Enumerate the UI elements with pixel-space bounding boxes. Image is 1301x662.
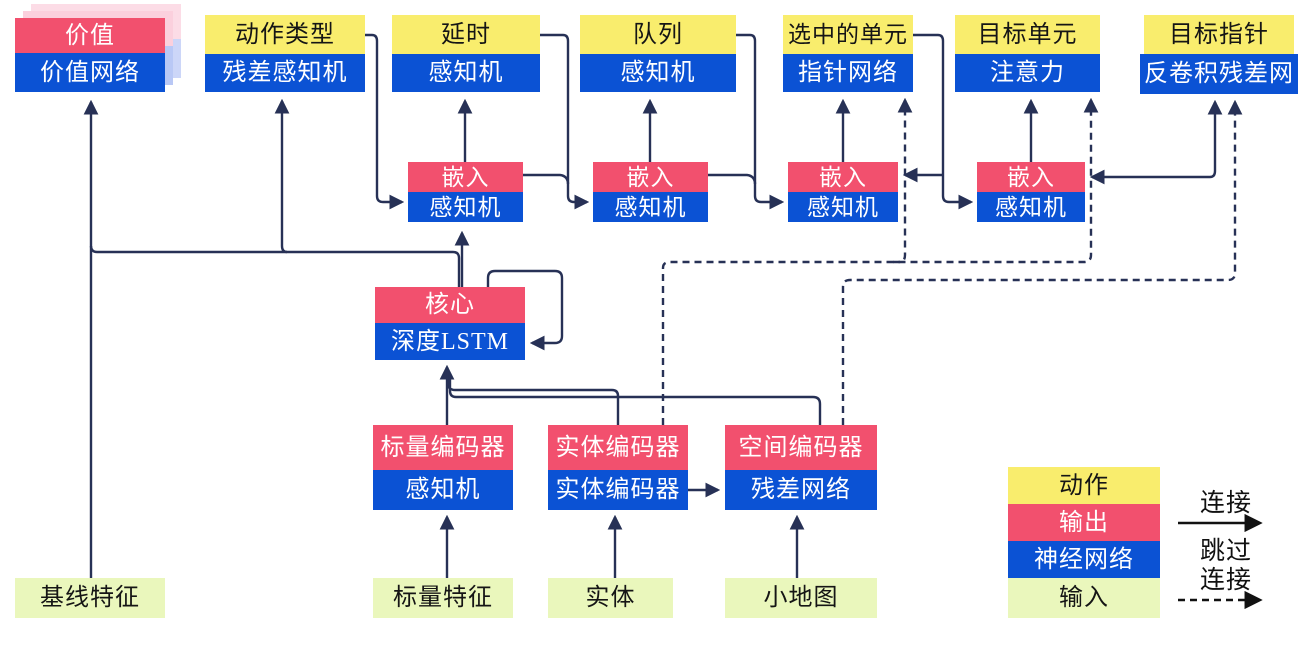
node-baseline-features: 基线特征 (15, 578, 165, 618)
node-minimap: 小地图 (725, 578, 877, 618)
baseline-features-label: 基线特征 (15, 578, 165, 618)
node-embedding-4: 嵌入 感知机 (977, 162, 1085, 222)
minimap-label: 小地图 (725, 578, 877, 618)
node-scalar-encoder: 标量编码器 感知机 (373, 425, 513, 510)
legend-input: 输入 (1008, 578, 1160, 618)
edge-queue-to-embedding3 (736, 33, 785, 210)
embedding-network-label: 感知机 (408, 192, 523, 222)
delay-label: 延时 (392, 15, 540, 54)
legend-output: 输出 (1008, 504, 1160, 541)
embedding-label: 嵌入 (788, 162, 898, 192)
scalar-encoder-network-label: 感知机 (373, 470, 513, 510)
value-output-label: 价值 (15, 18, 165, 53)
node-scalar-features: 标量特征 (373, 578, 513, 618)
node-spatial-encoder: 空间编码器 残差网络 (725, 425, 877, 510)
selected-units-network-label: 指针网络 (783, 54, 913, 92)
node-entity-encoder: 实体编码器 实体编码器 (548, 425, 688, 510)
delay-network-label: 感知机 (392, 54, 540, 92)
node-target-point: 目标指针 反卷积残差网 (1140, 15, 1298, 94)
edge-core-to-action-type (274, 98, 290, 254)
scalar-features-label: 标量特征 (373, 578, 513, 618)
skip-spatial-encoder-to-target-point (841, 99, 1243, 425)
node-target-unit: 目标单元 注意力 (955, 15, 1100, 92)
edge-embedding1-to-embedding2 (523, 173, 570, 185)
embedding-label: 嵌入 (408, 162, 523, 192)
skip-connections (661, 97, 1243, 425)
edge-spatial-encoder-to-core (448, 374, 822, 425)
edge-entity-encoder-to-core (446, 372, 620, 425)
legend-neural-network: 神经网络 (1008, 541, 1160, 578)
legend-skip-label-1: 跳过 (1199, 538, 1252, 565)
edge-core-left-rail (89, 245, 461, 287)
target-point-network-label: 反卷积残差网 (1140, 54, 1298, 94)
scalar-encoder-label: 标量编码器 (373, 425, 513, 470)
node-entities: 实体 (548, 578, 673, 618)
core-network-label: 深度LSTM (375, 323, 525, 360)
core-label: 核心 (375, 287, 525, 323)
legend-skip-label-2: 连接 (1199, 567, 1252, 594)
node-queue: 队列 感知机 (580, 15, 736, 92)
node-embedding-3: 嵌入 感知机 (788, 162, 898, 222)
node-action-type: 动作类型 残差感知机 (205, 15, 365, 92)
legend-action: 动作 (1008, 467, 1160, 504)
legend-swatches: 动作 输出 神经网络 输入 (1008, 467, 1160, 618)
embedding-label: 嵌入 (977, 162, 1085, 192)
legend-connection-label: 连接 (1199, 490, 1252, 517)
value-network-label: 价值网络 (15, 53, 165, 92)
target-unit-network-label: 注意力 (955, 54, 1100, 92)
target-unit-label: 目标单元 (955, 15, 1100, 54)
node-embedding-2: 嵌入 感知机 (593, 162, 708, 222)
embedding-network-label: 感知机 (977, 192, 1085, 222)
node-embedding-1: 嵌入 感知机 (408, 162, 523, 222)
spatial-encoder-network-label: 残差网络 (725, 470, 877, 510)
selected-units-label: 选中的单元 (783, 15, 913, 54)
edge-embedding2-to-embedding3 (708, 173, 757, 185)
queue-network-label: 感知机 (580, 54, 736, 92)
skip-entity-encoder-to-target-unit (661, 97, 1099, 425)
queue-label: 队列 (580, 15, 736, 54)
embedding-label: 嵌入 (593, 162, 708, 192)
target-point-label: 目标指针 (1144, 15, 1294, 54)
embedding-network-label: 感知机 (593, 192, 708, 222)
action-type-label: 动作类型 (205, 15, 365, 54)
node-core: 核心 深度LSTM (375, 287, 525, 360)
action-type-network-label: 残差感知机 (205, 54, 365, 92)
edge-embedding4-target-point (1089, 99, 1223, 185)
spatial-encoder-label: 空间编码器 (725, 425, 877, 470)
entities-label: 实体 (548, 578, 673, 618)
entity-encoder-network-label: 实体编码器 (548, 470, 688, 510)
entity-encoder-label: 实体编码器 (548, 425, 688, 470)
node-value: 价值 价值网络 (15, 18, 165, 92)
node-delay: 延时 感知机 (392, 15, 540, 92)
node-selected-units: 选中的单元 指针网络 (783, 15, 913, 92)
embedding-network-label: 感知机 (788, 192, 898, 222)
